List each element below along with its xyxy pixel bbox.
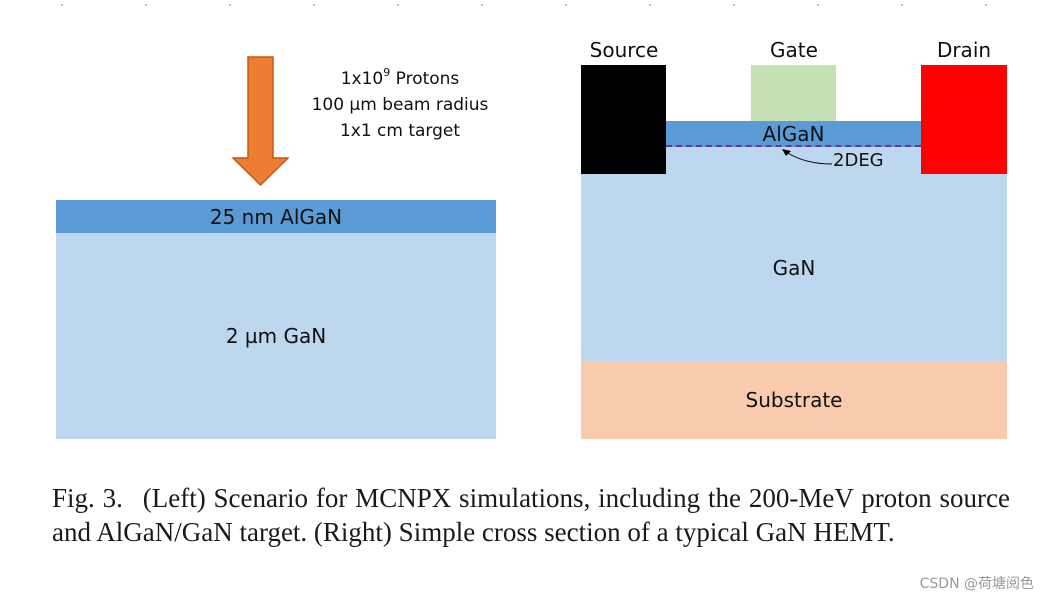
beam-protons-line: 1x109 Protons (340, 66, 460, 89)
2deg-line (666, 145, 921, 147)
algan-barrier-right-label: AlGaN (762, 122, 825, 146)
gan-channel-region (666, 147, 921, 174)
drain-contact (921, 65, 1007, 174)
substrate-layer: Substrate (581, 361, 1007, 439)
source-contact (581, 65, 666, 174)
beam-radius-line: 100 µm beam radius (311, 95, 489, 115)
gan-layer-left-label: 2 µm GaN (225, 324, 327, 348)
source-label: Source (589, 38, 659, 62)
2deg-pointer-arrow-icon (770, 146, 840, 170)
figure-caption: Fig. 3. (Left) Scenario for MCNPX simula… (52, 481, 1010, 549)
algan-barrier-right: AlGaN (666, 121, 921, 147)
proton-beam-arrow-icon (231, 56, 290, 187)
gan-layer-right: GaN (581, 174, 1007, 361)
drain-label: Drain (936, 38, 992, 62)
substrate-label: Substrate (745, 388, 843, 412)
gan-layer-left: 2 µm GaN (56, 233, 496, 439)
watermark: CSDN @荷塘阅色 (919, 576, 1034, 592)
top-dotted-border (0, 0, 1050, 10)
gate-label: Gate (770, 38, 818, 62)
caption-text: (Left) Scenario for MCNPX simulations, i… (52, 483, 1010, 547)
2deg-label: 2DEG (833, 150, 884, 171)
figure-number: Fig. 3. (52, 483, 123, 513)
target-size-line: 1x1 cm target (339, 121, 461, 141)
gate-contact (751, 65, 836, 121)
algan-layer-left: 25 nm AlGaN (56, 200, 496, 233)
algan-layer-left-label: 25 nm AlGaN (209, 204, 343, 229)
gan-layer-right-label: GaN (772, 255, 816, 280)
beam-parameters: 1x109 Protons 100 µm beam radius 1x1 cm … (305, 66, 495, 144)
